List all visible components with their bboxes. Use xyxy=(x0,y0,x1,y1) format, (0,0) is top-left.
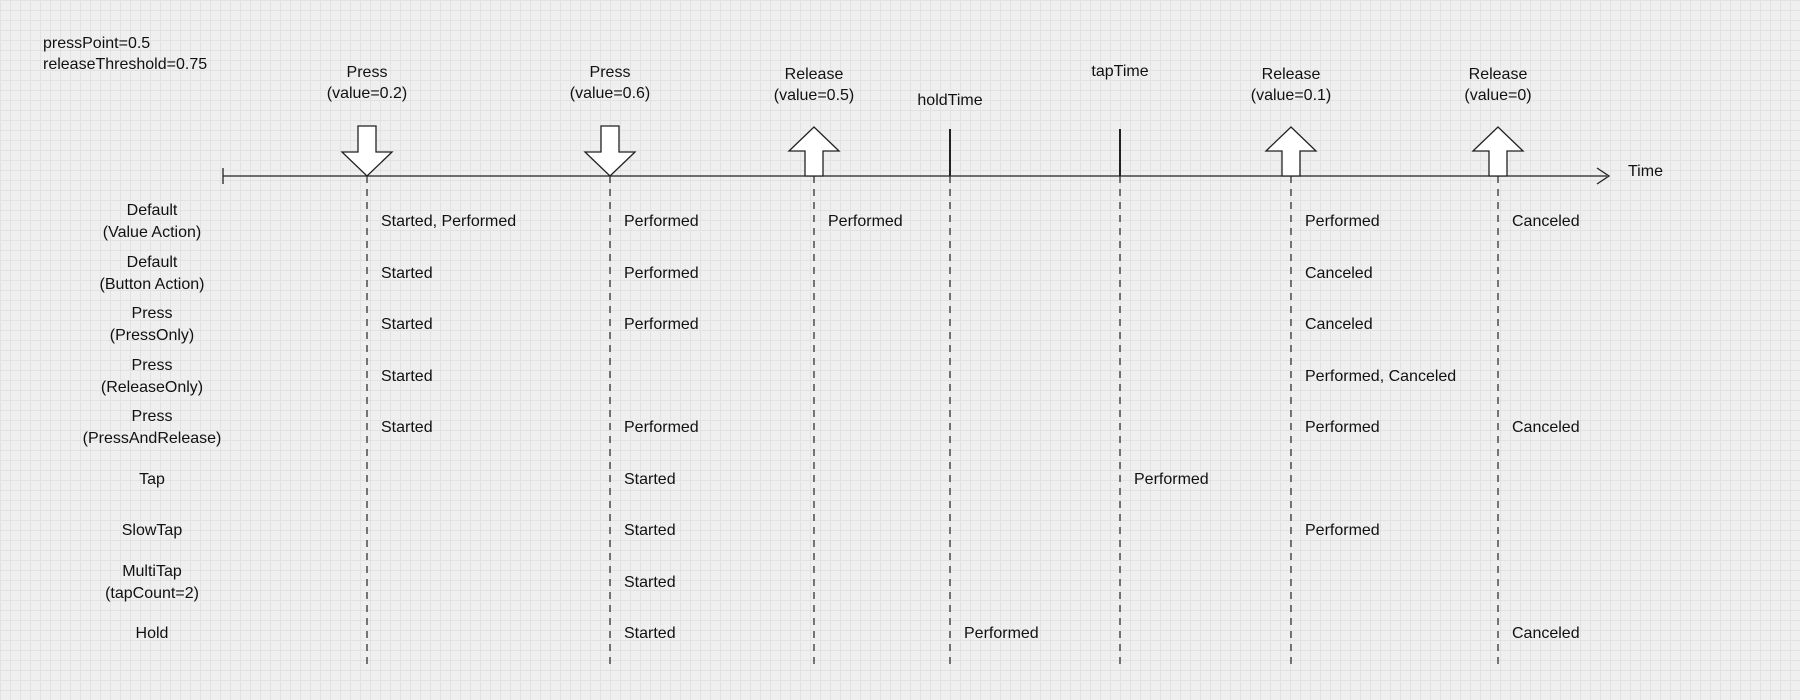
event-label: tapTime xyxy=(1050,61,1190,82)
row-label-line: Default xyxy=(126,202,178,219)
row-label: Default (Value Action) xyxy=(52,200,252,244)
row-label-line: (tapCount=2) xyxy=(105,584,199,602)
phase-cell: Started xyxy=(381,264,433,282)
phase-cell: Canceled xyxy=(1305,316,1373,333)
phase-cell: Canceled xyxy=(1512,625,1580,642)
phase-cell: Started, Performed xyxy=(381,213,517,230)
phase-cell: Performed xyxy=(1305,419,1380,436)
phase-cell: Canceled xyxy=(1512,213,1580,230)
row-label-line: SlowTap xyxy=(121,522,183,539)
time-axis-arrowhead xyxy=(1596,167,1611,185)
phase-cell: Performed xyxy=(624,213,699,230)
phase-cell: Started xyxy=(624,522,676,539)
row-label-line: Press xyxy=(131,305,173,322)
phase-cell: Performed xyxy=(1305,522,1380,539)
row-label: Tap xyxy=(52,469,252,491)
event-value: (value=0.1) xyxy=(1250,87,1332,104)
row-label-line: Press xyxy=(131,356,173,374)
phase-cell: Performed, Canceled xyxy=(1305,367,1457,385)
parameters: pressPoint=0.5 releaseThreshold=0.75 xyxy=(43,33,207,75)
phase-cell: Started xyxy=(381,316,433,333)
phase-cell: Canceled xyxy=(1305,264,1373,282)
event-label: Release (value=0.1) xyxy=(1221,64,1361,106)
row-label-line: Hold xyxy=(135,625,169,642)
phase-cell: Started xyxy=(624,470,676,488)
row-label: SlowTap xyxy=(52,520,252,542)
phase-cell: Performed xyxy=(828,213,903,230)
release-up-arrow-icon xyxy=(787,126,841,177)
row-label: Press (PressOnly) xyxy=(52,303,252,347)
event-label: Press (value=0.6) xyxy=(540,62,680,104)
phase-cell: Performed xyxy=(624,264,699,282)
event-title: holdTime xyxy=(917,92,983,109)
row-label-line: Tap xyxy=(139,470,165,488)
row-label: Press (PressAndRelease) xyxy=(52,406,252,450)
param-press-point: pressPoint=0.5 xyxy=(43,35,151,52)
row-label: Default (Button Action) xyxy=(52,252,252,296)
event-value: (value=0.6) xyxy=(569,85,651,102)
event-label: holdTime xyxy=(880,90,1020,111)
row-label-line: Press xyxy=(131,408,173,425)
event-label: Release (value=0.5) xyxy=(744,64,884,106)
row-label: Press (ReleaseOnly) xyxy=(52,355,252,399)
phase-cell: Started xyxy=(624,625,676,642)
row-label-line: (PressOnly) xyxy=(109,327,195,344)
row-label-line: (ReleaseOnly) xyxy=(100,378,204,396)
release-up-arrow-icon xyxy=(1264,126,1318,177)
row-label: MultiTap (tapCount=2) xyxy=(52,561,252,605)
event-value: (value=0.2) xyxy=(326,85,408,102)
event-title: Release xyxy=(784,66,844,83)
event-value: (value=0) xyxy=(1464,87,1532,104)
event-title: Press xyxy=(589,64,631,81)
phase-cell: Started xyxy=(381,367,433,385)
param-release-threshold: releaseThreshold=0.75 xyxy=(43,56,208,73)
phase-cell: Performed xyxy=(1305,213,1380,230)
event-title: Release xyxy=(1468,66,1528,83)
phase-cell: Performed xyxy=(624,316,699,333)
row-label-line: (Value Action) xyxy=(102,224,202,241)
release-up-arrow-icon xyxy=(1471,126,1525,177)
press-down-arrow-icon xyxy=(340,125,394,177)
row-label-line: (Button Action) xyxy=(99,275,205,293)
event-label: Release (value=0) xyxy=(1428,64,1568,106)
event-label: Press (value=0.2) xyxy=(297,62,437,104)
time-axis-label: Time xyxy=(1628,163,1663,180)
row-label: Hold xyxy=(52,623,252,645)
event-title: Press xyxy=(346,64,388,81)
row-label-line: (PressAndRelease) xyxy=(82,430,222,447)
press-down-arrow-icon xyxy=(583,125,637,177)
phase-cell: Performed xyxy=(624,419,699,436)
event-title: tapTime xyxy=(1091,63,1149,80)
phase-cell: Performed xyxy=(964,625,1039,642)
phase-cell: Performed xyxy=(1134,470,1209,488)
phase-cell: Started xyxy=(624,573,676,591)
event-title: Release xyxy=(1261,66,1321,83)
row-label-line: MultiTap xyxy=(122,562,182,580)
phase-cell: Started xyxy=(381,419,433,436)
phase-cell: Canceled xyxy=(1512,419,1580,436)
event-value: (value=0.5) xyxy=(773,87,855,104)
row-label-line: Default xyxy=(126,253,178,271)
